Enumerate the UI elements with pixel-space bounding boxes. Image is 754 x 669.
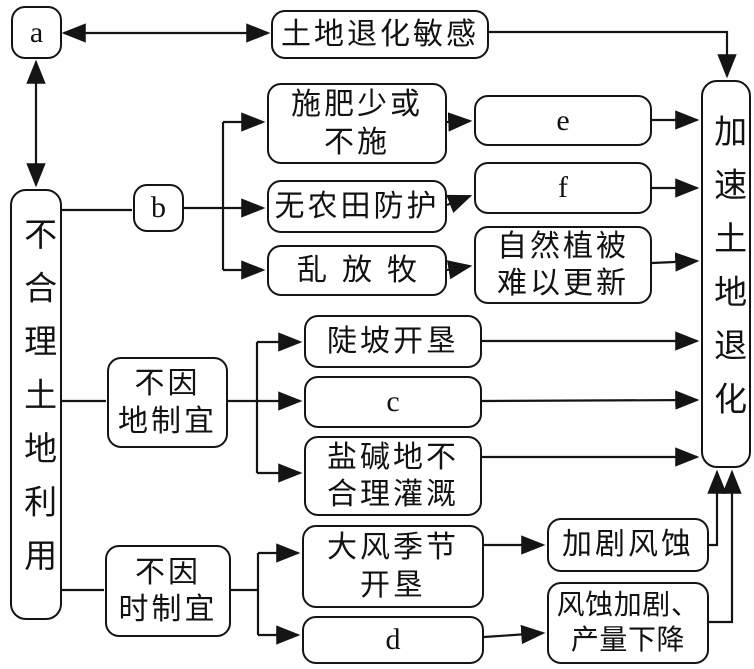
node-vegetation-line2: 难以更新 <box>497 267 629 300</box>
edge-vegetation-accelerate <box>651 252 700 272</box>
node-b-label: b <box>151 191 166 225</box>
node-vegetation: 自然植被 难以更新 <box>474 226 652 304</box>
edge-sensitive-accelerate <box>489 30 737 79</box>
node-d: d <box>302 616 484 664</box>
node-not-time: 不因 时制宜 <box>105 545 231 637</box>
node-accelerate-label: 加速土地退化 <box>708 113 745 435</box>
node-a: a <box>11 6 62 59</box>
node-yield-drop: 风蚀加剧、 产量下降 <box>547 582 709 664</box>
node-d-label: d <box>385 623 401 657</box>
node-no-protection: 无农田防护 <box>267 180 447 233</box>
node-c-label: c <box>386 385 400 419</box>
edge-grazing-vegetation <box>446 260 473 280</box>
node-no-protection-label: 无农田防护 <box>274 189 440 223</box>
node-e-label: e <box>556 103 570 137</box>
node-not-local-line2: 地制宜 <box>118 404 217 438</box>
node-steep-slope-label: 陡坡开垦 <box>327 324 459 358</box>
node-sensitive: 土地退化敏感 <box>271 10 489 59</box>
node-wind-erosion-label: 加剧风蚀 <box>562 528 694 562</box>
node-not-time-line1: 不因 <box>135 555 201 589</box>
node-unreasonable-label: 不合理土地利用 <box>18 217 55 592</box>
node-windy-season-line1: 大风季节 <box>327 531 459 564</box>
node-not-local: 不因 地制宜 <box>107 357 228 448</box>
node-e: e <box>474 95 652 146</box>
node-saline: 盐碱地不 合理灌溉 <box>304 436 482 516</box>
edge-fertilizer-e <box>446 112 473 132</box>
node-b: b <box>133 184 184 232</box>
edge-d-yielddrop <box>483 624 546 645</box>
node-fertilizer-line1: 施肥少或 <box>291 88 423 121</box>
edge-winderosion-accelerate <box>707 469 727 547</box>
node-saline-line2: 合理灌溉 <box>327 478 459 511</box>
node-yield-drop-line1: 风蚀加剧、 <box>556 590 700 621</box>
node-yield-drop-line2: 产量下降 <box>570 625 686 656</box>
node-f-label: f <box>558 171 568 205</box>
node-fertilizer: 施肥少或 不施 <box>267 83 447 164</box>
node-not-time-line2: 时制宜 <box>118 593 218 626</box>
node-wind-erosion: 加剧风蚀 <box>547 518 709 572</box>
node-not-local-line1: 不因 <box>134 367 201 400</box>
edge-yielddrop-accelerate <box>709 469 742 624</box>
edge-noprotection-f <box>446 194 473 213</box>
node-unreasonable: 不合理土地利用 <box>10 189 62 620</box>
node-c: c <box>304 376 482 428</box>
node-accelerate: 加速土地退化 <box>701 80 751 468</box>
node-windy-season: 大风季节 开垦 <box>302 525 484 608</box>
node-steep-slope: 陡坡开垦 <box>304 315 482 368</box>
node-saline-line1: 盐碱地不 <box>327 440 459 474</box>
node-fertilizer-line2: 不施 <box>324 125 390 159</box>
edge-c-accelerate <box>481 390 700 410</box>
node-windy-season-line2: 开垦 <box>360 568 426 602</box>
node-grazing-label: 乱放牧 <box>297 253 432 287</box>
node-f: f <box>474 162 652 214</box>
node-vegetation-line1: 自然植被 <box>497 229 629 263</box>
node-a-label: a <box>29 15 44 49</box>
node-grazing: 乱放牧 <box>267 245 447 296</box>
node-sensitive-label: 土地退化敏感 <box>281 17 479 51</box>
